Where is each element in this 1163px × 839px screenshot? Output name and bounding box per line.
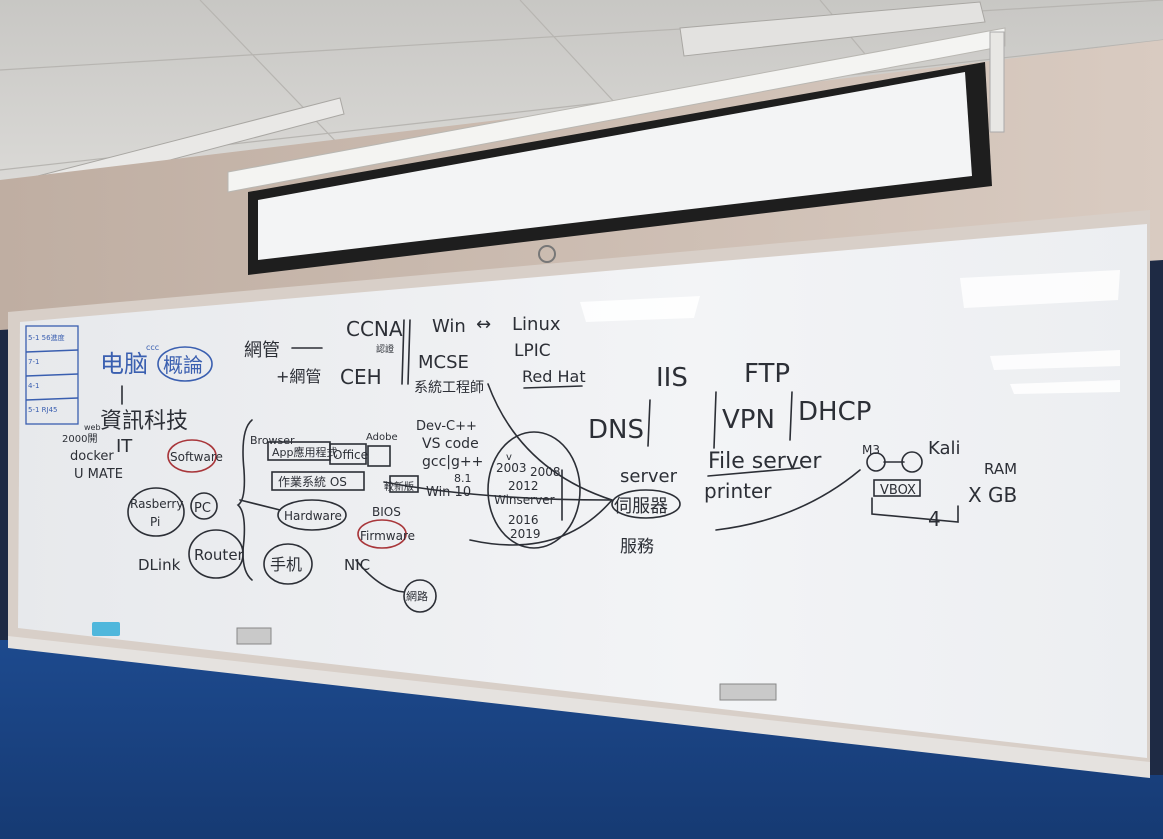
ceh-label: CEH [340, 365, 382, 389]
os-label: 作業系統 OS [278, 475, 347, 489]
platform-label: 2000開 [62, 433, 97, 445]
app-label: App應用程式 [272, 445, 338, 459]
sysadmin-label: 系統工程師 [414, 380, 484, 396]
win10-label: Win 10 [426, 485, 471, 500]
table-cell: 4-1 [28, 382, 39, 390]
y2019-label: 2019 [510, 527, 541, 541]
ceiling-light-right [679, 1, 986, 57]
vbox-label: VBOX [880, 483, 916, 498]
tray-clip-left [236, 627, 272, 645]
server-cn-label: 伺服器 [614, 496, 668, 517]
printer-label: printer [704, 479, 772, 503]
router-label: Router [194, 546, 245, 564]
title-pc: 电脑 [100, 350, 148, 378]
it-label: IT [116, 436, 133, 457]
mcse-label: MCSE [418, 352, 469, 373]
table-cell: 5-1 56進度 [28, 333, 65, 342]
iis-label: IIS [656, 363, 688, 393]
pi-label: Pi [150, 515, 160, 529]
win-label: Win [432, 316, 466, 337]
bios-label: BIOS [372, 505, 401, 519]
projector-screen [227, 27, 1006, 275]
adobe-label: Adobe [366, 432, 398, 443]
linux-label: Linux [512, 314, 561, 335]
fileserver-label: File server [708, 449, 822, 474]
board-writing: 5-1 56進度 7-1 4-1 5-1 RJ45 电脑 ccc 概論 資訊科技… [25, 314, 1017, 613]
office-label: Office [333, 448, 368, 462]
web-label: web [84, 423, 101, 432]
netsec-label: +網管 [276, 367, 321, 386]
vpn-label: VPN [722, 405, 775, 435]
ccna-label: CCNA [346, 317, 403, 341]
devcpp-label: Dev-C++ [416, 419, 477, 434]
pc-label: PC [194, 501, 211, 516]
netmgmt-label: 網管 [244, 340, 280, 361]
eraser [92, 622, 120, 636]
ram-label: RAM [984, 460, 1017, 478]
docker-label: docker [70, 449, 114, 464]
dns-label: DNS [588, 415, 644, 445]
phone-label: 手机 [270, 555, 302, 574]
server-label: server [620, 466, 678, 487]
table-cell: 7-1 [28, 358, 39, 366]
it-chinese: 資訊科技 [100, 409, 188, 434]
dhcp-label: DHCP [798, 397, 871, 427]
y2012-label: 2012 [508, 479, 539, 493]
small-table: 5-1 56進度 7-1 4-1 5-1 RJ45 [25, 325, 79, 425]
v-label: v [506, 452, 512, 463]
title-pc-small: ccc [146, 343, 159, 352]
y2003-label: 2003 [496, 461, 527, 475]
xgb-label: X GB [968, 483, 1017, 507]
lpic-label: LPIC [514, 341, 551, 361]
bidirectional-arrow: ↔ [476, 314, 491, 335]
light-reflections [580, 270, 1120, 394]
ftp-label: FTP [744, 359, 790, 389]
y2008-label: 2008 [530, 465, 561, 479]
table-cell: 5-1 RJ45 [28, 406, 58, 414]
firmware-label: Firmware [360, 529, 415, 543]
redhat-label: Red Hat [522, 367, 586, 386]
dlink-label: DLink [138, 556, 181, 574]
ccna-sub: 認證 [376, 343, 394, 355]
vscode-label: VS code [422, 436, 479, 452]
whiteboard [18, 224, 1147, 758]
umate-label: U MATE [74, 467, 123, 482]
rasberry-label: Rasberry [130, 497, 183, 511]
y2016-label: 2016 [508, 513, 539, 527]
lower-wall [0, 640, 1163, 839]
title-intro: 概論 [163, 353, 203, 377]
gcc-label: gcc|g++ [422, 454, 483, 470]
tray-clip-right [719, 683, 777, 701]
winserver-label: Winserver [494, 493, 555, 507]
browser-label: Browser [250, 434, 295, 447]
hardware-label: Hardware [284, 509, 342, 523]
kali-label: Kali [928, 438, 961, 459]
marker-tray [8, 636, 1150, 778]
win81-label: 8.1 [454, 472, 472, 485]
network-label: 網路 [406, 589, 428, 603]
four-label: 4 [928, 507, 941, 531]
service-label: 服務 [620, 537, 654, 557]
software-label: Software [170, 450, 223, 464]
